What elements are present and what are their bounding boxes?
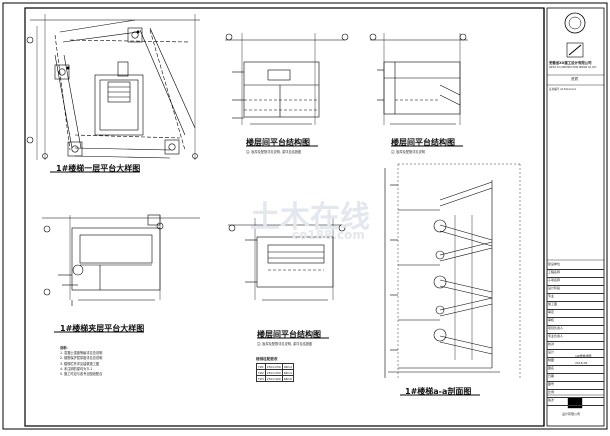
date-value: 2016.05: [575, 361, 588, 365]
drawing-5-floor-platform: [228, 218, 346, 339]
watermark-logo-text: 土木在线: [250, 200, 370, 235]
title-block-row: 建设单位: [547, 262, 604, 270]
drawing-name-value: 1#楼梯详图: [575, 354, 592, 358]
title-block-label: 审定: [548, 310, 555, 314]
title-block-label: 制图: [548, 358, 555, 362]
title-block-label: 施工图: [548, 302, 558, 306]
title-block-label: 版次: [548, 398, 555, 402]
title-block-row: 工程名称: [547, 270, 604, 278]
footer-company: 设计有限公司: [562, 412, 581, 416]
column-table-title: 楼梯柱配筋表: [256, 357, 278, 361]
drawing-5-title: 楼层间平台结构图: [257, 330, 321, 339]
title-block-row: 设计: [547, 350, 604, 358]
note-line: 2. 钢筋保护层厚度详见总说明: [60, 356, 103, 361]
drawing-2-title: 楼层间平台结构图: [246, 138, 310, 147]
table-row: TZ1 250×250 4Φ14: [256, 363, 294, 370]
outer-frame: [2, 2, 608, 430]
cert-number: 证书编号 A134xxxxxx: [549, 88, 577, 91]
title-block-row: 子项名称: [547, 278, 604, 286]
title-block-label: 项目负责人: [548, 326, 564, 330]
title-block-label: 图号: [548, 382, 555, 386]
drawing-2-floor-platform: [225, 33, 349, 147]
title-block-row: 比例: [547, 390, 604, 398]
title-block-label: 专业: [548, 294, 555, 298]
title-block-label: 专业负责人: [548, 334, 564, 338]
drawing-1-first-floor-platform: [26, 14, 200, 173]
title-block-label: 比例: [548, 390, 555, 394]
title-block-frame: [546, 7, 605, 427]
title-block-row: 版次: [547, 398, 604, 406]
title-block-label: 审核: [548, 318, 555, 322]
table-cell: 6Φ16: [281, 375, 294, 382]
drawing-6-title: 1#楼梯a-a剖面图: [405, 387, 472, 396]
title-block-row: 审定: [547, 310, 604, 318]
watermark-url: co188.com: [292, 228, 365, 242]
title-block-row: 施工图: [547, 302, 604, 310]
column-table: TZ1 250×250 4Φ14 TZ2 250×300 6Φ14 TZ3 25…: [256, 363, 294, 382]
drawing-6-section-a-a: [384, 163, 521, 396]
title-block-grid: [547, 12, 604, 409]
title-block-rows: 建设单位工程名称子项名称设计阶段专业施工图审定审核项目负责人专业负责人校对设计制…: [547, 262, 604, 406]
drawing-3-note: 注: 板厚及配筋详见说明: [391, 150, 425, 154]
title-block-label: 建设单位: [548, 262, 561, 266]
general-notes: 说明: 1. 混凝土强度等级详见总说明 2. 钢筋保护层厚度详见总说明 3. 楼…: [60, 346, 102, 377]
title-block-row: 制图: [547, 358, 604, 366]
drawing-4-title: 1#楼梯夹层平台大样图: [60, 324, 145, 333]
company-name: 安徽省XX建工设计有限公司: [549, 61, 592, 65]
title-block-row: 校对: [547, 342, 604, 350]
drawing-1-title: 1#楼梯一层平台大样图: [56, 164, 141, 173]
notes-heading: 说明:: [60, 346, 68, 350]
drawing-3-title: 楼层间平台结构图: [391, 138, 455, 147]
title-block-row: 日期: [547, 374, 604, 382]
drawing-5-note: 注: 板厚及配筋详见说明, 梁详见结施图: [257, 342, 313, 346]
table-cell: 250×300: [264, 375, 283, 382]
drawing-3-floor-platform: [369, 33, 468, 147]
title-block-row: 专业: [547, 294, 604, 302]
drawing-4-mezzanine-platform: [42, 214, 200, 333]
title-block-label: 设计: [548, 350, 555, 354]
company-name-en: ANHUI XX CONSTRUCTION DESIGN CO.,LTD: [549, 66, 597, 69]
title-block-label: 子项名称: [548, 278, 561, 282]
title-block-label: 设计阶段: [548, 286, 561, 290]
title-block-row: 图名: [547, 366, 604, 374]
title-block-label: 日期: [548, 374, 555, 378]
title-block-row: 设计阶段: [547, 286, 604, 294]
title-block-label: 工程名称: [548, 270, 561, 274]
drawing-2-note: 注: 板厚及配筋详见说明, 梁详见结施图: [246, 150, 302, 154]
table-cell: TZ3: [256, 375, 266, 382]
title-block-row: 专业负责人: [547, 334, 604, 342]
table-row: TZ3 250×300 6Φ16: [256, 375, 294, 382]
note-line: 1. 混凝土强度等级详见总说明: [60, 351, 103, 356]
title-block-row: 审核: [547, 318, 604, 326]
title-block-row: 图号: [547, 382, 604, 390]
title-block-row: 项目负责人: [547, 326, 604, 334]
title-block-label: 图名: [548, 366, 555, 370]
cert-label: 资质: [571, 77, 579, 81]
title-block-label: 校对: [548, 342, 555, 346]
note-line: 3. 楼梯栏杆详见建筑施工图: [60, 361, 100, 366]
note-line: 4. 未注明的梁均为TL1: [60, 366, 93, 371]
note-line: 5. 施工时应与各专业图纸配合: [60, 372, 103, 377]
